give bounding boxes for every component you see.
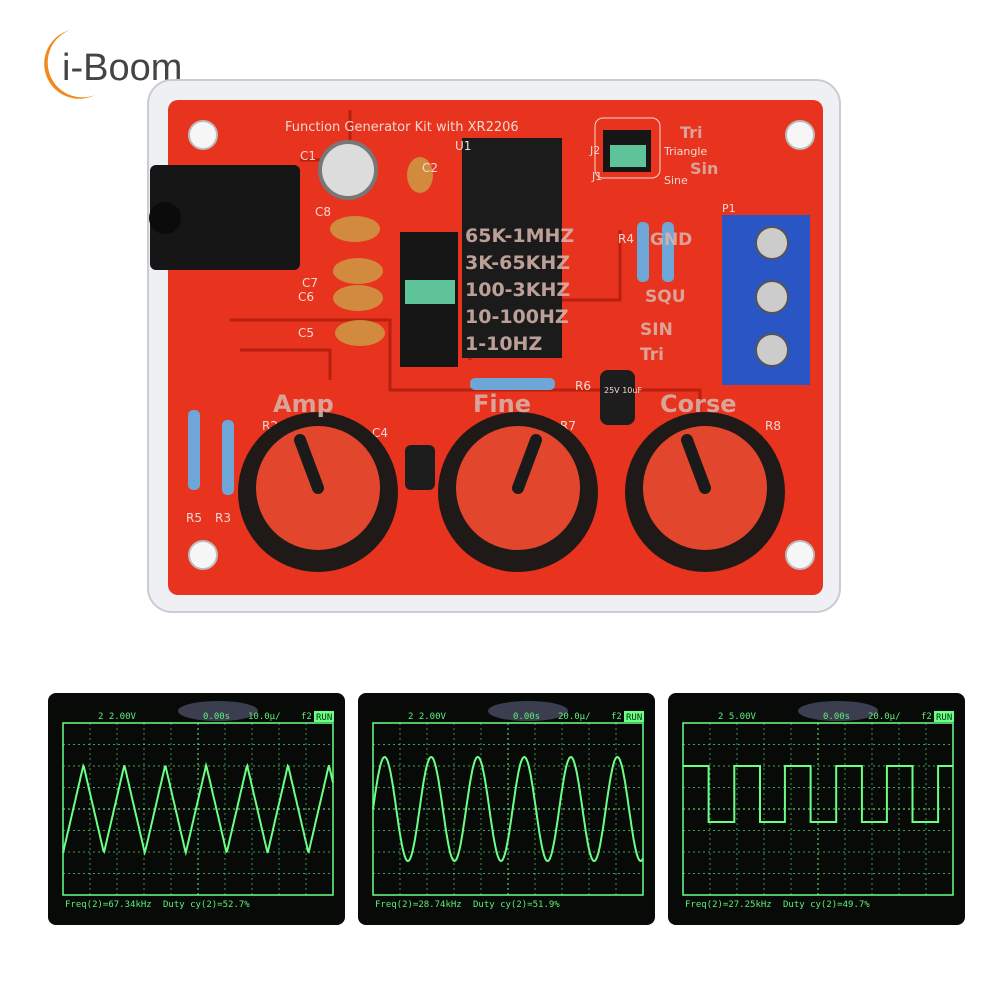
oscilloscope-screen: 2 2.00V 0.00s 20.0µ/f2 RUN Freq(2)=28.74kHz D… [358, 693, 655, 925]
oscilloscope-screen: 2 2.00V 0.00s 10.0µ/f2 RUN Freq(2)=67.34kHz D… [48, 693, 345, 925]
screen-glare [178, 701, 258, 721]
range-label: 10-100HZ [465, 306, 569, 328]
screen-glare [798, 701, 878, 721]
dc-jack-hole [149, 202, 181, 234]
label-r4: R4 [618, 232, 634, 246]
xr2206-ic [462, 138, 562, 358]
channel-volts: 2 5.00V [718, 712, 757, 722]
frequency-readout: Freq(2)=28.74kHz [375, 900, 462, 910]
screen-glare [488, 701, 568, 721]
trigger-time: 0.00s [513, 712, 540, 722]
resistor-r3 [222, 420, 234, 495]
label-c4: C4 [372, 426, 388, 440]
label-sin-out: SIN [640, 320, 673, 340]
knob-amp[interactable]: Amp [238, 390, 398, 572]
trigger-source: f2 [301, 712, 312, 722]
label-c2: C2 [422, 161, 438, 175]
waveform-jumper-cap[interactable] [610, 145, 646, 167]
triangle-waveform-trace [62, 761, 334, 857]
timebase: 20.0µ/ [558, 712, 591, 722]
knob-label: Fine [473, 390, 531, 418]
label-tri: Tri [680, 123, 703, 142]
trigger-time: 0.00s [823, 712, 850, 722]
label-c5: C5 [298, 326, 314, 340]
board-title: Function Generator Kit with XR2206 [285, 120, 519, 135]
capacitor-c1 [318, 140, 378, 200]
run-status: RUN [626, 713, 642, 723]
channel-volts: 2 2.00V [98, 712, 137, 722]
range-label: 3K-65KHZ [465, 252, 570, 274]
dc-power-jack [150, 165, 300, 270]
capacitor-rating: 25V 10uF [604, 386, 642, 395]
range-jumper-cap[interactable] [405, 280, 455, 304]
oscilloscope-screen: 2 5.00V 0.00s 20.0µ/f2 RUN Freq(2)=27.25kHz D… [668, 693, 965, 925]
range-label: 65K-1MHZ [465, 225, 574, 247]
label-squ: SQU [645, 287, 686, 307]
timebase: 10.0µ/ [248, 712, 281, 722]
capacitor-10uf [600, 370, 635, 425]
knob-pointer [681, 434, 711, 494]
run-badge [314, 711, 334, 722]
label-u1: U1 [455, 139, 471, 153]
resistor-r4a [637, 222, 649, 282]
duty-cycle-readout: Duty cy(2)=51.9% [473, 900, 560, 910]
run-badge [624, 711, 644, 722]
label-j1: J1 [591, 170, 602, 183]
label-p1: P1 [722, 202, 736, 215]
scope-bezel [668, 693, 965, 925]
label-r3: R3 [215, 511, 231, 525]
label-c6: C6 [298, 290, 314, 304]
range-label: 1-10HZ [465, 333, 542, 355]
trigger-time: 0.00s [203, 712, 230, 722]
label-j2: J2 [589, 144, 600, 157]
label-tri-out: Tri [640, 345, 664, 365]
label-triangle: Triangle [663, 145, 707, 158]
mounting-holes [188, 120, 815, 570]
label-r8: R8 [765, 419, 781, 433]
scope-bezel [358, 693, 655, 925]
transistor [405, 445, 435, 490]
label-c7: C7 [302, 276, 318, 290]
timebase: 20.0µ/ [868, 712, 901, 722]
label-r6: R6 [575, 379, 591, 393]
resistor-r5 [188, 410, 200, 490]
run-badge [934, 711, 954, 722]
knob-corse[interactable]: Corse [625, 390, 785, 572]
duty-cycle-readout: Duty cy(2)=52.7% [163, 900, 250, 910]
knob-label: Corse [660, 390, 737, 418]
label-c8: C8 [315, 205, 331, 219]
knob-fine[interactable]: Fine [438, 390, 598, 572]
channel-volts: 2 2.00V [408, 712, 447, 722]
run-status: RUN [936, 713, 952, 723]
run-status: RUN [316, 713, 332, 723]
capacitor-c2 [407, 157, 433, 193]
knob-label: Amp [273, 390, 334, 418]
trigger-source: f2 [611, 712, 622, 722]
resistor-r4b [662, 222, 674, 282]
label-sine: Sine [664, 174, 688, 187]
knob-pointer [294, 434, 324, 494]
frequency-readout: Freq(2)=67.34kHz [65, 900, 152, 910]
duty-cycle-readout: Duty cy(2)=49.7% [783, 900, 870, 910]
label-c1: C1 [300, 149, 316, 163]
trigger-source: f2 [921, 712, 932, 722]
ceramic-capacitors [330, 216, 385, 346]
knob-pointer [512, 434, 542, 494]
label-sin: Sin [690, 159, 718, 178]
square-waveform-trace [683, 765, 953, 823]
range-label: 100-3KHZ [465, 279, 570, 301]
label-r5: R5 [186, 511, 202, 525]
resistor-r6 [470, 378, 555, 390]
frequency-readout: Freq(2)=27.25kHz [685, 900, 772, 910]
label-gnd: GND [650, 230, 692, 250]
terminal-screws[interactable] [755, 226, 789, 367]
sine-waveform-trace [372, 755, 644, 863]
